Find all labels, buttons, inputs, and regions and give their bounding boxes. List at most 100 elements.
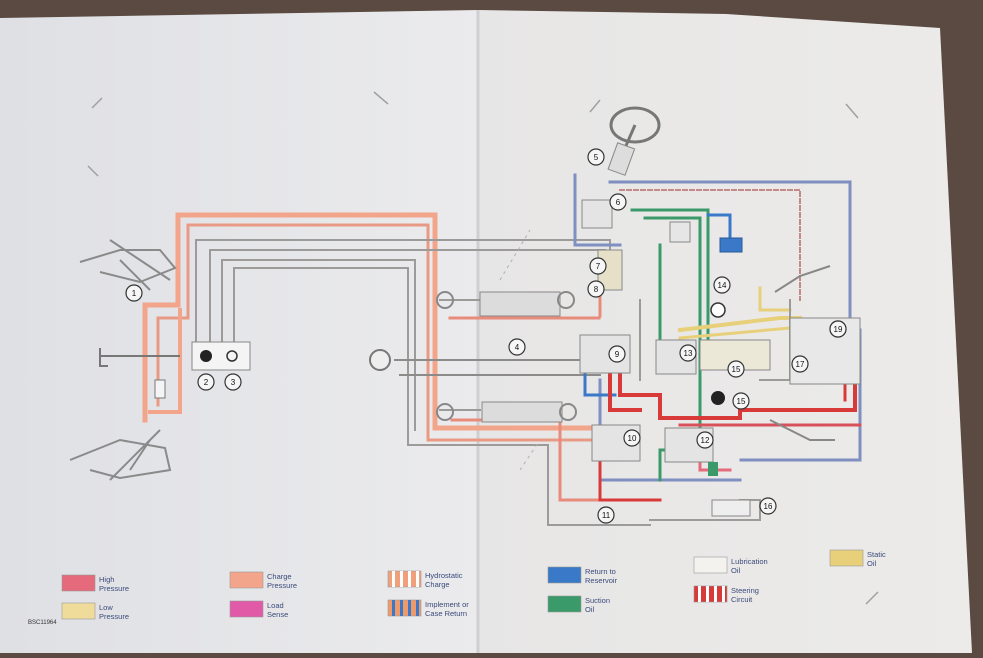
- hitch-link: [774, 265, 831, 293]
- callout-3: 3: [224, 373, 242, 391]
- legend-label: Return to: [585, 567, 616, 576]
- legend-label: Pressure: [267, 581, 297, 590]
- callout-15: 15: [727, 360, 745, 378]
- legend-swatch: [61, 602, 96, 620]
- reservoir-icon: [719, 237, 743, 253]
- temp-sensor-icon: [226, 350, 238, 362]
- legend-label: Circuit: [731, 595, 753, 604]
- callout-10: 10: [623, 429, 641, 447]
- hitch-valve-stack-icon: [789, 317, 861, 385]
- legend-label: Implement or: [425, 600, 469, 609]
- paper-left: [0, 10, 478, 653]
- temperature-sender-icon: [369, 349, 391, 371]
- callout-7: 7: [589, 257, 607, 275]
- callout-2: 2: [197, 373, 215, 391]
- callout-number: 15: [737, 397, 746, 406]
- legend-swatch: [693, 585, 728, 603]
- legend-label: Lubrication: [731, 557, 768, 566]
- pivot-icon: [436, 403, 454, 421]
- legend-swatch: [547, 595, 582, 613]
- figure-code: BSC11964: [28, 620, 57, 626]
- pressure-switch-icon: [711, 391, 725, 405]
- legend-label: Charge: [267, 572, 292, 581]
- legend: HighPressureLowPressureChargePressureLoa…: [61, 549, 886, 621]
- callout-number: 10: [628, 434, 637, 443]
- callout-number: 3: [231, 378, 236, 387]
- hitch-link: [769, 419, 835, 441]
- legend-swatch: [693, 556, 728, 574]
- legend-label: Pressure: [99, 584, 129, 593]
- legend-swatch: [229, 571, 264, 589]
- callout-number: 12: [701, 436, 710, 445]
- linkage-bottom: [69, 429, 172, 481]
- callout-17: 17: [791, 355, 809, 373]
- callout-13: 13: [679, 344, 697, 362]
- pivot-icon: [557, 291, 575, 309]
- legend-label: Pressure: [99, 612, 129, 621]
- legend-label: Static: [867, 550, 886, 559]
- cylinder-upper: [479, 291, 561, 317]
- callout-11: 11: [597, 506, 615, 524]
- callout-number: 15: [732, 365, 741, 374]
- callout-8: 8: [587, 280, 605, 298]
- check-valve-icon: [154, 379, 166, 399]
- legend-label: Case Return: [425, 609, 467, 618]
- legend-swatch: [547, 566, 582, 584]
- steering-wheel-icon: [607, 106, 661, 176]
- linkage-top: [79, 239, 177, 291]
- callout-9: 9: [608, 345, 626, 363]
- legend-label: Reservoir: [585, 576, 618, 585]
- legend-label: Oil: [731, 566, 741, 575]
- legend-label: Low: [99, 603, 113, 612]
- callouts: 1234567891011121314151516171819: [125, 148, 847, 524]
- guide-lines: [499, 229, 541, 471]
- filter-switch-icon: [710, 302, 726, 318]
- pivot-icon: [559, 403, 577, 421]
- callout-number: 5: [594, 153, 599, 162]
- crop-marks: [87, 91, 879, 605]
- legend-label: Charge: [425, 580, 450, 589]
- pressure-switch-icon: [200, 350, 212, 362]
- suction-filter-icon: [708, 462, 718, 476]
- callout-number: 17: [796, 360, 805, 369]
- pivot-icon: [436, 291, 454, 309]
- filter-icon: [669, 221, 691, 243]
- legend-swatch: [229, 600, 264, 618]
- legend-label: Sense: [267, 610, 288, 619]
- legend-swatch: [387, 570, 422, 588]
- paper-right: [478, 10, 972, 653]
- callout-number: 19: [834, 325, 843, 334]
- callout-number: 9: [615, 350, 620, 359]
- callout-4: 4: [508, 338, 526, 356]
- callout-number: 11: [602, 511, 611, 520]
- legend-label: Oil: [585, 605, 595, 614]
- callout-number: 14: [718, 281, 727, 290]
- callout-number: 1: [132, 289, 137, 298]
- legend-swatch: [829, 549, 864, 567]
- legend-label: Oil: [867, 559, 877, 568]
- cooler-icon: [711, 499, 751, 517]
- callout-19: 19: [829, 320, 847, 338]
- callout-15: 15: [732, 392, 750, 410]
- callout-12: 12: [696, 431, 714, 449]
- lever-grip: [99, 348, 108, 367]
- callout-1: 1: [125, 284, 143, 302]
- steering-valve-icon: [581, 199, 613, 229]
- callout-number: 16: [764, 502, 773, 511]
- legend-label: Hydrostatic: [425, 571, 463, 580]
- callout-number: 2: [204, 378, 209, 387]
- legend-label: High: [99, 575, 114, 584]
- legend-label: Steering: [731, 586, 759, 595]
- callout-number: 7: [596, 262, 601, 271]
- legend-swatch: [387, 599, 422, 617]
- callout-6: 6: [609, 193, 627, 211]
